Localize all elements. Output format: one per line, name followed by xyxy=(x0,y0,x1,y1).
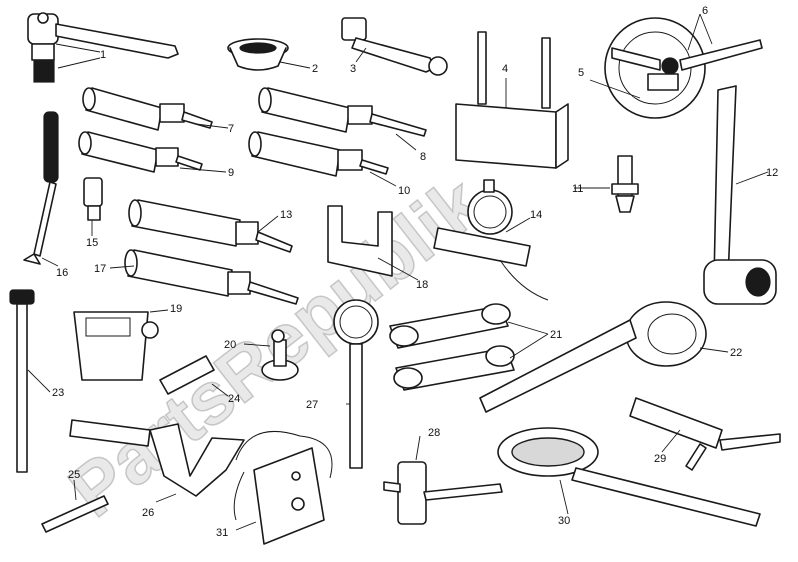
callout-23: 23 xyxy=(52,387,64,399)
callout-29: 29 xyxy=(654,453,666,465)
callout-6: 6 xyxy=(702,5,708,17)
tool-21-links xyxy=(389,303,515,391)
tool-23-rod xyxy=(9,289,35,473)
callout-11: 11 xyxy=(572,183,583,195)
tool-12-long-wrench xyxy=(703,85,777,305)
tool-9-puller xyxy=(78,131,203,173)
tool-1-socket-wrench xyxy=(27,12,179,83)
tool-30-spanner xyxy=(497,427,761,527)
callout-8: 8 xyxy=(420,151,426,163)
callout-25: 25 xyxy=(68,469,80,481)
callout-16: 16 xyxy=(56,267,68,279)
callout-27: 27 xyxy=(306,399,318,411)
callout-19: 19 xyxy=(170,303,182,315)
callout-4: 4 xyxy=(502,63,508,75)
tool-3-hex-wrench xyxy=(341,17,448,76)
callout-26: 26 xyxy=(142,507,154,519)
tool-19-meter xyxy=(73,311,159,381)
callout-20: 20 xyxy=(224,339,236,351)
tool-25-driver xyxy=(41,495,109,533)
callout-2: 2 xyxy=(312,63,318,75)
callout-15: 15 xyxy=(86,237,98,249)
callout-17: 17 xyxy=(94,263,106,275)
callout-18: 18 xyxy=(416,279,428,291)
tool-24-plug xyxy=(159,355,215,395)
callout-10: 10 xyxy=(398,185,410,197)
tool-31-box xyxy=(233,430,333,545)
tool-15-socket xyxy=(83,177,103,221)
tool-7-puller xyxy=(82,87,213,131)
callout-22: 22 xyxy=(730,347,742,359)
tool-17-driver xyxy=(124,249,299,305)
tool-29-tee-tool xyxy=(629,397,781,471)
callout-12: 12 xyxy=(766,167,778,179)
tool-27-dial-gauge xyxy=(333,299,379,469)
tool-4-stand xyxy=(455,31,569,169)
callout-1: 1 xyxy=(100,49,106,61)
tool-11-pin-tool xyxy=(611,155,639,213)
tool-8-puller xyxy=(258,87,427,137)
tool-26-clamp xyxy=(69,419,245,497)
callout-21: 21 xyxy=(550,329,562,341)
leader-lines xyxy=(27,13,769,531)
tool-2-cup-socket xyxy=(227,38,289,71)
callout-labels: 1 2 3 4 5 6 7 8 9 10 11 12 13 14 15 16 1… xyxy=(52,5,778,539)
tool-13-driver xyxy=(128,199,293,253)
callout-28: 28 xyxy=(428,427,440,439)
tool-22-ring-spanner xyxy=(479,301,707,413)
callout-7: 7 xyxy=(228,123,234,135)
callout-24: 24 xyxy=(228,393,240,405)
callout-31: 31 xyxy=(216,527,228,539)
tool-28-bracket xyxy=(383,461,503,525)
callout-30: 30 xyxy=(558,515,570,527)
callout-3: 3 xyxy=(350,63,356,75)
tool-18-bracket xyxy=(327,205,393,277)
callout-14: 14 xyxy=(530,209,542,221)
tool-14-dial-gauge-bar xyxy=(433,179,549,301)
callout-9: 9 xyxy=(228,167,234,179)
callout-5: 5 xyxy=(578,67,584,79)
callout-13: 13 xyxy=(280,209,292,221)
tool-20-fitting xyxy=(261,329,299,381)
tool-16-hook-tool xyxy=(23,111,59,265)
tool-10-puller xyxy=(248,131,389,177)
tool-5-6-degree-wheel xyxy=(604,17,763,119)
